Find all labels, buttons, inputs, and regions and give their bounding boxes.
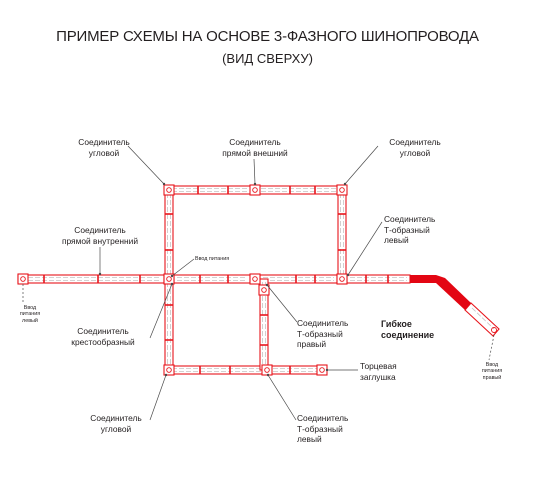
pointer-t-left-bottom: [267, 374, 297, 421]
track-upper-top-right: [257, 185, 341, 195]
track-diagonal-end: [464, 302, 500, 337]
joint-end-cap-dot: [319, 367, 325, 373]
label-end-cap: Торцевая заглушка: [360, 361, 397, 382]
label-straight-outer: Соединитель прямой внешний: [222, 137, 288, 158]
label-flexible-connection: Гибкое соединение: [381, 319, 435, 340]
label-cross-connector: Соединитель крестообразный: [71, 326, 135, 347]
track-layer: [17, 184, 500, 376]
joint-corner-tl: [163, 184, 175, 196]
flex-straight-part: [410, 275, 436, 283]
pointer-straight-outer: [253, 158, 256, 185]
pointer-t-left-right-side: [347, 221, 383, 276]
leader-power-right: [488, 334, 495, 361]
label-t-right: Соединитель Т-образный правый: [297, 318, 349, 349]
pointer-straight-inner-tip: [98, 272, 102, 276]
label-corner-top-right: Соединитель угловой: [389, 137, 441, 158]
track-lower-bottom-left: [168, 365, 265, 375]
joint-main-mid: [249, 273, 261, 285]
flex-bent-part: [436, 275, 471, 310]
joint-t-right-dot: [261, 287, 267, 293]
track-main-right: [259, 274, 338, 284]
track-main-far-right: [346, 274, 411, 284]
label-power-input-right: Ввод питания правый: [481, 362, 503, 381]
joint-t-right: [258, 284, 270, 296]
joint-left-end-dot: [20, 276, 26, 282]
joint-t-bottom: [261, 364, 273, 376]
diagram-subtitle: (ВИД СВЕРХУ): [222, 51, 313, 66]
joint-end-cap: [316, 364, 328, 376]
joint-main-mid-dot: [252, 276, 258, 282]
pointer-corner-bottom-tip: [164, 373, 168, 377]
label-power-input-center: Ввод питания: [195, 256, 230, 262]
flexible-connection-layer: [410, 275, 471, 310]
diagram-title: ПРИМЕР СХЕМЫ НА ОСНОВЕ 3-ФАЗНОГО ШИНОПРО…: [56, 28, 479, 45]
joint-corner-tr: [336, 184, 348, 196]
track-upper-top-left: [168, 185, 253, 195]
joint-corner-bottom-dot: [166, 367, 172, 373]
joint-left-end: [17, 273, 29, 285]
joint-straight-outer-dot: [252, 187, 258, 193]
pointer-t-right-tip: [265, 283, 269, 287]
pointer-corner-tr: [344, 145, 379, 185]
joint-corner-tl-dot: [166, 187, 172, 193]
pointer-end-cap-tip: [325, 368, 329, 372]
joint-diagonal-end-dot: [491, 327, 497, 333]
pointer-cross: [149, 283, 173, 339]
joint-cross: [163, 273, 175, 285]
track-diagonal-inner: [471, 307, 495, 330]
joint-cross-dot: [166, 276, 172, 282]
track-upper-left: [164, 189, 174, 280]
track-main-center: [173, 274, 251, 284]
pointer-corner-bottom: [149, 374, 167, 421]
pointer-corner-tl: [127, 145, 165, 185]
track-lower-left: [164, 278, 174, 371]
pointer-corner-tl-tip: [162, 182, 166, 186]
pointer-straight-outer-tip: [253, 182, 257, 186]
label-straight-inner: Соединитель прямой внутренний: [61, 225, 139, 246]
label-corner-bottom: Соединитель угловой: [90, 413, 142, 434]
pointer-t-left-right-side-tip: [346, 273, 350, 277]
joint-corner-bottom: [163, 364, 175, 376]
pointer-power-center: [171, 258, 195, 277]
label-t-left-right-side: Соединитель Т-образный левый: [384, 214, 436, 245]
track-upper-right: [337, 189, 347, 280]
pointer-corner-tr-tip: [343, 182, 347, 186]
pointer-t-right: [266, 284, 298, 323]
pointer-cross-tip: [170, 282, 174, 286]
pointer-lines: [22, 145, 495, 421]
label-t-left-bottom: Соединитель Т-образный левый: [297, 413, 349, 444]
label-power-input-left: Ввод питания левый: [19, 305, 41, 324]
joint-t-bottom-dot: [264, 367, 270, 373]
joint-t-right-side-dot: [339, 276, 345, 282]
joint-straight-outer: [249, 184, 261, 196]
track-main-left: [17, 274, 165, 284]
pointer-power-center-tip: [170, 274, 174, 278]
joint-corner-tr-dot: [339, 187, 345, 193]
joint-t-right-side: [336, 273, 348, 285]
pointer-t-left-bottom-tip: [266, 373, 270, 377]
label-corner-top-left: Соединитель угловой: [78, 137, 130, 158]
